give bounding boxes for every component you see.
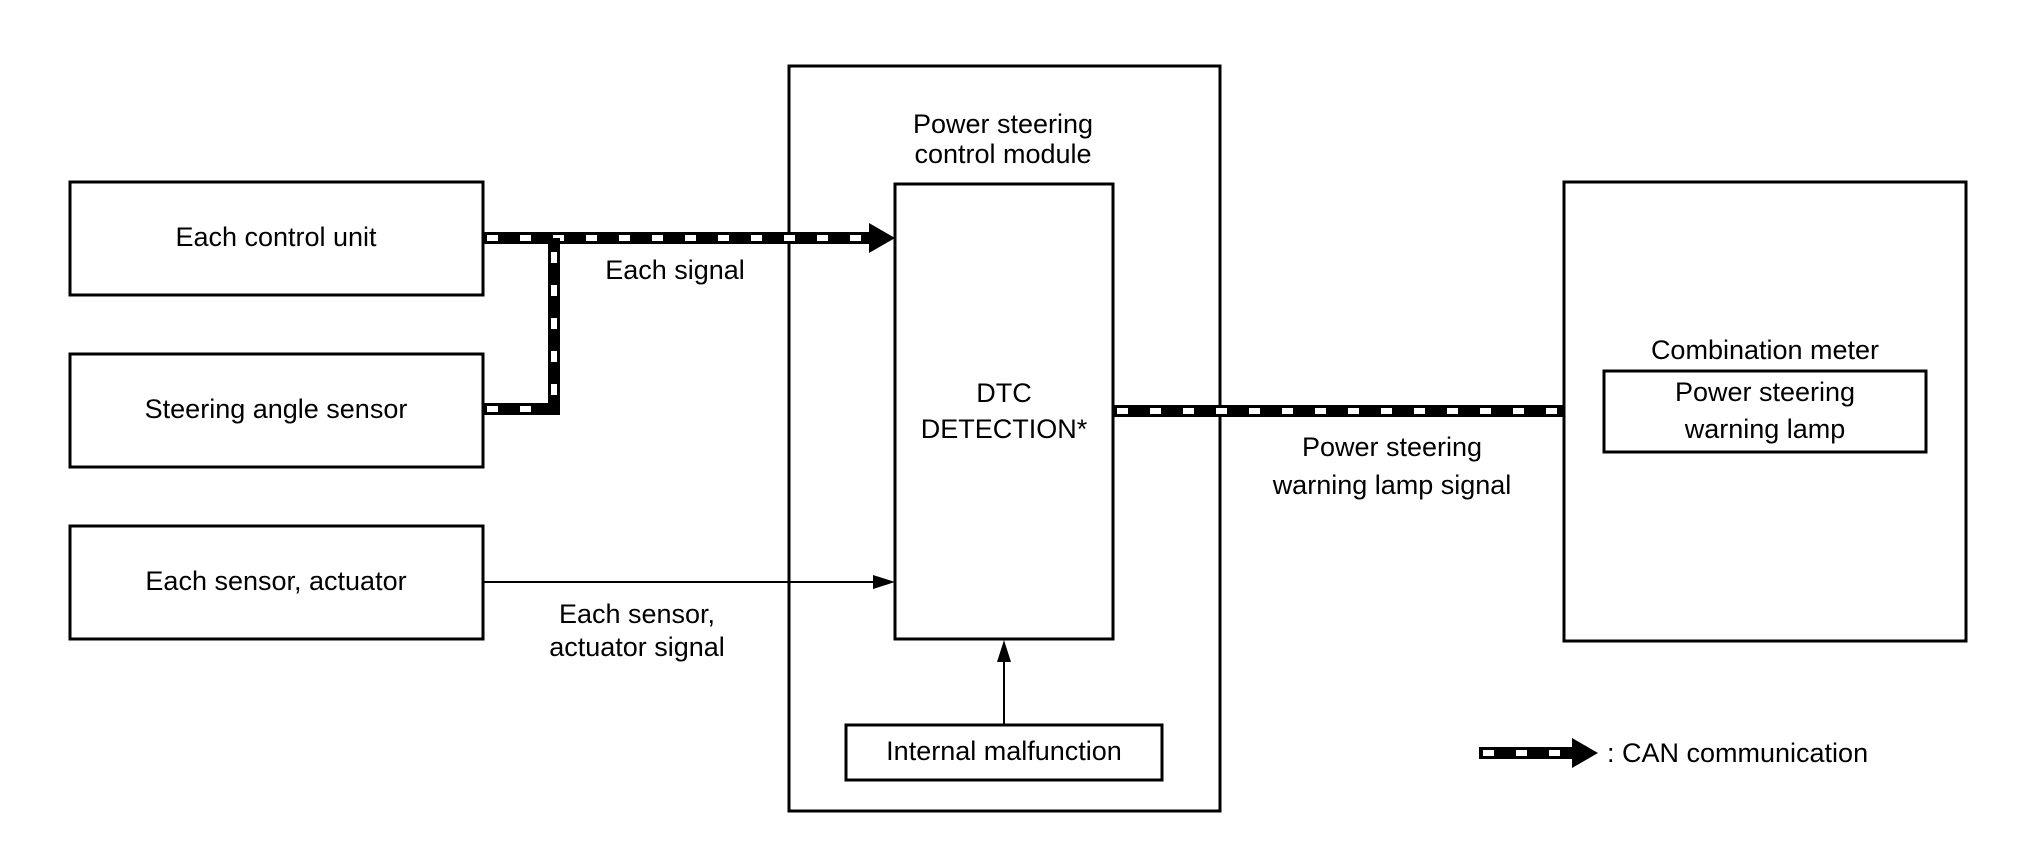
can-bus-segment-vertical-dash xyxy=(551,318,557,329)
module-title-line1: Power steering xyxy=(913,109,1093,139)
can-bus-segment-out-dash xyxy=(1183,408,1194,414)
warning-lamp-line2: warning lamp xyxy=(1684,414,1846,444)
can-arrowhead-icon xyxy=(869,223,895,253)
can-bus-segment-main-dash xyxy=(784,235,795,241)
can-bus-segment-main-dash xyxy=(850,235,861,241)
can-bus-segment-main-dash xyxy=(718,235,729,241)
each-signal-label: Each signal xyxy=(605,255,745,285)
can-bus-segment-main-dash xyxy=(520,235,531,241)
can-legend-arrowhead-icon xyxy=(1572,738,1598,768)
combination-meter-title: Combination meter xyxy=(1651,335,1879,365)
can-legend-bar-dash xyxy=(1516,750,1527,756)
each-control-unit-label: Each control unit xyxy=(175,222,377,252)
warning-lamp-signal-label-line2: warning lamp signal xyxy=(1272,470,1512,500)
module-title-line2: control module xyxy=(914,139,1091,169)
can-bus-segment-vertical-dash xyxy=(551,252,557,263)
dtc-detection-box xyxy=(893,182,1115,641)
can-bus-segment-steering-dash xyxy=(520,406,531,412)
can-bus-segment-out-dash xyxy=(1513,408,1524,414)
sensor-actuator-arrowhead-icon xyxy=(873,575,895,589)
can-bus-segment-out xyxy=(1113,405,1580,417)
can-bus-segment-main-dash xyxy=(652,235,663,241)
warning-lamp-signal-label-line1: Power steering xyxy=(1302,432,1482,462)
can-bus-segment-main-dash xyxy=(586,235,597,241)
can-bus-segment-vertical-dash xyxy=(551,351,557,362)
can-bus-each-signal xyxy=(483,223,895,415)
can-legend-label: : CAN communication xyxy=(1607,738,1868,768)
internal-malfunction-box xyxy=(844,723,1164,782)
sensor-actuator-signal-label-line1: Each sensor, xyxy=(559,599,715,629)
can-bus-segment-out-dash xyxy=(1480,408,1491,414)
can-bus-segment-steering-dash xyxy=(487,406,498,412)
can-legend-bar-dash xyxy=(1483,750,1494,756)
can-bus-segment-vertical-dash xyxy=(551,384,557,395)
can-bus-segment-main-dash xyxy=(487,235,498,241)
can-legend-bar-dash xyxy=(1549,750,1560,756)
dtc-line2: DETECTION* xyxy=(921,414,1088,444)
steering-angle-sensor-label: Steering angle sensor xyxy=(145,394,408,424)
can-bus-segment-main-dash xyxy=(751,235,762,241)
can-bus-segment-out-dash xyxy=(1249,408,1260,414)
can-bus-segment-vertical-dash xyxy=(551,285,557,296)
sensor-actuator-signal-label-line2: actuator signal xyxy=(549,632,725,662)
can-bus-segment-out-dash xyxy=(1117,408,1128,414)
can-bus-segment-main-dash xyxy=(817,235,828,241)
can-bus-segment-main xyxy=(483,232,872,244)
warning-lamp-box xyxy=(1602,369,1928,454)
can-legend-arrow-icon xyxy=(1479,738,1598,768)
can-bus-segment-out-dash xyxy=(1546,408,1557,414)
internal-malfunction-label: Internal malfunction xyxy=(886,736,1122,766)
can-bus-segment-out-dash xyxy=(1150,408,1161,414)
each-control-unit-box xyxy=(68,180,485,297)
can-bus-segment-out-dash xyxy=(1216,408,1227,414)
can-bus-segment-out-dash xyxy=(1315,408,1326,414)
can-bus-segment-out-dash xyxy=(1414,408,1425,414)
dtc-line1: DTC xyxy=(976,378,1032,408)
can-bus-segment-out-dash xyxy=(1282,408,1293,414)
steering-angle-sensor-box xyxy=(68,352,485,469)
can-bus-segment-main-dash xyxy=(619,235,630,241)
internal-arrowhead-icon xyxy=(997,640,1011,662)
can-bus-segment-main-dash xyxy=(685,235,696,241)
can-bus-segment-out-dash xyxy=(1447,408,1458,414)
can-bus-segment-out-dash xyxy=(1348,408,1359,414)
each-sensor-actuator-label: Each sensor, actuator xyxy=(145,566,406,596)
can-bus-segment-out-dash xyxy=(1381,408,1392,414)
warning-lamp-line1: Power steering xyxy=(1675,377,1855,407)
